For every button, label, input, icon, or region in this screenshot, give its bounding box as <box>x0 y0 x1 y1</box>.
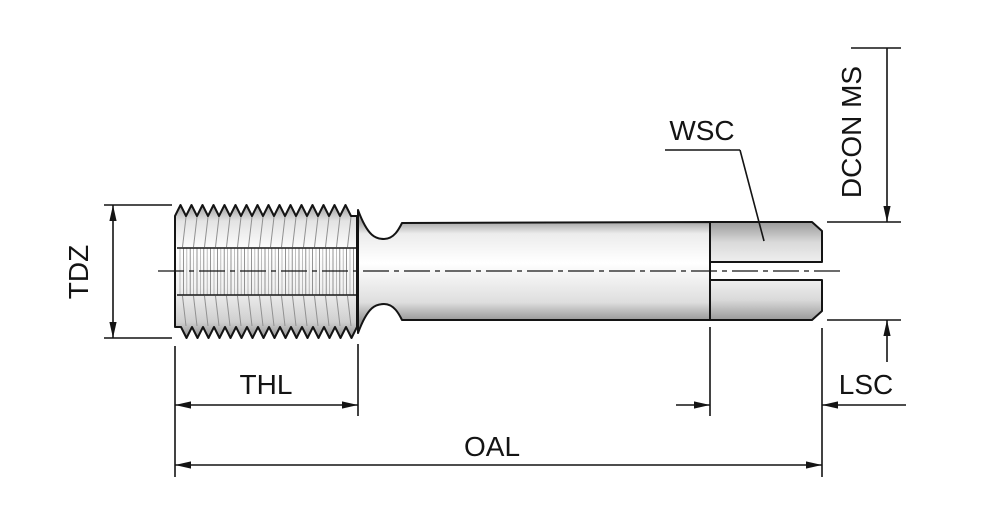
dimension-lsc <box>676 327 906 416</box>
label-oal: OAL <box>464 431 520 462</box>
label-tdz: TDZ <box>63 245 94 299</box>
tap-body <box>158 204 840 339</box>
label-dcon-ms: DCON MS <box>836 66 867 198</box>
label-wsc: WSC <box>669 115 734 146</box>
label-thl: THL <box>240 369 293 400</box>
square-drive-bottom <box>709 279 823 321</box>
dimension-tdz <box>104 204 172 339</box>
dimension-dcon <box>827 47 901 362</box>
dimension-thl <box>174 344 359 477</box>
label-lsc: LSC <box>839 369 893 400</box>
thread-flank-shading <box>182 216 352 327</box>
callout-wsc <box>665 149 765 242</box>
wsc-leader-line <box>739 149 765 242</box>
square-drive-top <box>709 221 823 263</box>
